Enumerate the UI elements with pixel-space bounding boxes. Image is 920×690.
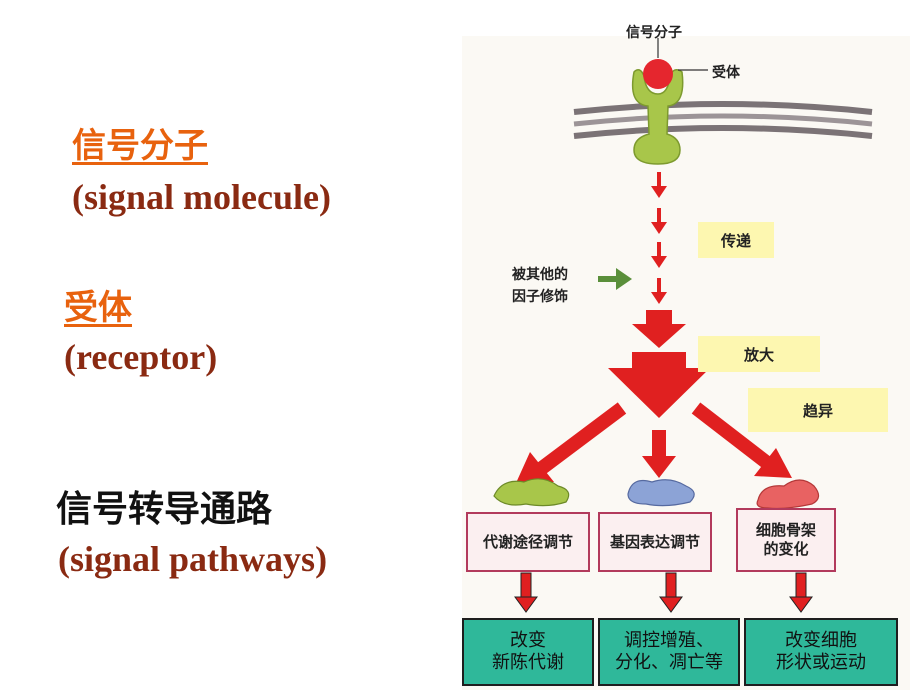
cytoskeleton-protein [756, 479, 820, 510]
signal-molecule-title: 信号分子 [72, 126, 208, 166]
receptor-english: (receptor) [64, 337, 218, 377]
outcome-metabolism-line1: 改变 [510, 629, 546, 651]
outcome-arrows [514, 572, 813, 613]
modifier-arrow [598, 268, 632, 290]
target-gene-expression-box: 基因表达调节 [598, 512, 712, 572]
membrane-inner-layer [573, 125, 873, 139]
outcome-proliferation-line1: 调控增殖、 [624, 629, 714, 651]
receptor-title: 受体 [64, 288, 132, 328]
modifier-label-line1: 被其他的 [512, 267, 568, 283]
diagram-receptor-label: 受体 [712, 65, 740, 81]
membrane-middle-layer [573, 113, 873, 127]
amplification-step-box: 放大 [698, 336, 820, 372]
target-cytoskeleton-line2: 的变化 [763, 540, 809, 558]
target-gene-line1: 基因表达调节 [609, 532, 700, 551]
target-cytoskeleton-box: 细胞骨架的变化 [736, 508, 836, 572]
divergence-step-box: 趋异 [748, 388, 888, 432]
transmission-step-box: 传递 [698, 222, 774, 258]
membrane-outer-layer [573, 101, 873, 115]
outcome-metabolism-line2: 新陈代谢 [492, 652, 564, 673]
modifier-label-line2: 因子修饰 [512, 289, 568, 305]
diagram-ligand-label: 信号分子 [626, 25, 682, 41]
target-cytoskeleton-line1: 细胞骨架 [755, 521, 816, 540]
outcome-cell-shape-box: 改变细胞形状或运动 [744, 618, 898, 686]
amplify-arrow-medium [632, 310, 686, 348]
outcome-cell-shape-line1: 改变细胞 [785, 629, 857, 651]
divergence-arrows [516, 402, 792, 483]
outcome-metabolism-box: 改变新陈代谢 [462, 618, 594, 686]
signal-pathway-english: (signal pathways) [58, 539, 328, 579]
amplify-arrow-large [608, 352, 710, 418]
gene-expression-protein [627, 479, 695, 507]
outcome-proliferation-line2: 分化、凋亡等 [615, 652, 723, 673]
diagram-graphics [462, 36, 910, 690]
receptor-shape [631, 69, 684, 165]
outcome-proliferation-box: 调控增殖、分化、凋亡等 [598, 618, 740, 686]
signal-molecule-ball [643, 59, 673, 89]
target-metabolism-box: 代谢途径调节 [466, 512, 590, 572]
relay-arrows [651, 172, 667, 304]
signal-pathway-diagram: 信号分子 受体 被其他的 因子修饰 传递 放大 趋异 代谢途径调节 基因表达调节… [462, 8, 912, 690]
signal-pathway-title: 信号转导通路 [56, 489, 273, 530]
metabolism-protein [493, 478, 570, 507]
signal-molecule-english: (signal molecule) [72, 177, 331, 217]
outcome-cell-shape-line2: 形状或运动 [776, 652, 866, 673]
target-metabolism-line1: 代谢途径调节 [482, 532, 573, 551]
